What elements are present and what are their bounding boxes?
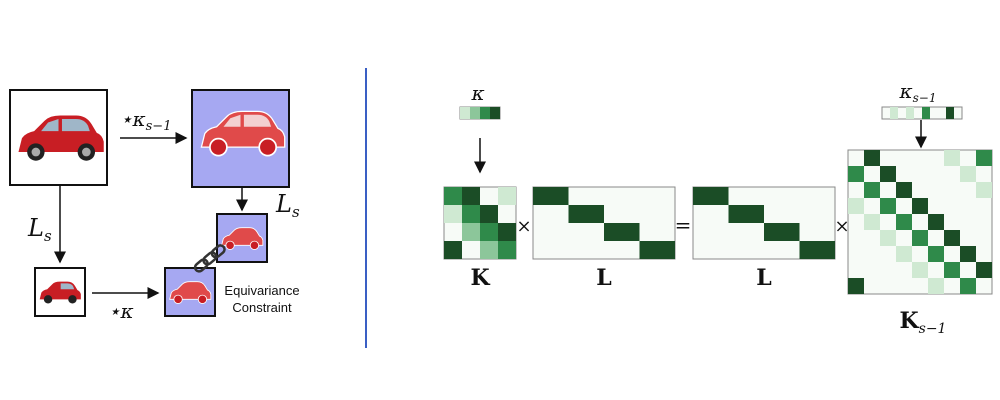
downsample-matrix-L-right	[692, 186, 836, 260]
L-matrix-right-cell	[764, 223, 800, 241]
small-feature-car-icon-top	[221, 227, 264, 250]
Ks-matrix-cell	[944, 262, 960, 278]
Ks-matrix-cell	[960, 246, 976, 262]
kappa-s-vector	[881, 106, 963, 120]
K-matrix-cell	[480, 223, 498, 241]
kappa-vector-cell	[460, 107, 470, 119]
L-matrix-left-cell	[604, 223, 640, 241]
kappa-s-vector-cell	[906, 107, 914, 119]
car-feature-icon	[200, 110, 286, 157]
Ks-matrix-cell	[928, 214, 944, 230]
L-label-left: L	[596, 265, 611, 291]
Ks-matrix-cell	[928, 246, 944, 262]
Ks-matrix-cell	[896, 214, 912, 230]
K-matrix-cell	[498, 223, 516, 241]
Ks-matrix-cell	[864, 182, 880, 198]
kappa-s-label: κs−1	[899, 79, 937, 105]
feature-map-large	[191, 89, 290, 188]
equals-sign: =	[675, 213, 692, 237]
constraint-label-line2: Constraint	[232, 300, 292, 315]
L-matrix-left-cell	[639, 241, 675, 259]
chain-link-icon	[193, 244, 226, 273]
bottom-arrow-label: ⋆κ	[108, 299, 134, 323]
K-matrix-cell	[480, 205, 498, 223]
L-matrix-right-cell	[693, 187, 729, 205]
Ks-matrix-cell	[848, 166, 864, 182]
right-arrow-label: Ls	[275, 190, 300, 221]
Ks-matrix-cell	[976, 150, 992, 166]
Ks-matrix-cell	[912, 230, 928, 246]
kappa-s-vector-cell	[890, 107, 898, 119]
L-matrix-left-cell	[568, 205, 604, 223]
kappa-s-vector-cell	[922, 107, 930, 119]
car-icon	[18, 115, 104, 161]
Ks-matrix-cell	[960, 278, 976, 294]
small-feature-car-icon-bottom	[169, 281, 212, 304]
Ks-matrix-cell	[912, 262, 928, 278]
left-arrow-label: Ls	[27, 214, 52, 245]
times-sign-1: ×	[516, 216, 531, 237]
constraint-label-line1: Equivariance	[224, 283, 299, 298]
kappa-vector-cell	[480, 107, 490, 119]
kernel-matrix-Ks	[847, 149, 993, 295]
input-car-image	[9, 89, 108, 186]
L-label-right: L	[756, 265, 771, 291]
K-matrix-cell	[462, 205, 480, 223]
K-matrix-cell	[498, 241, 516, 259]
Ks-matrix-cell	[896, 246, 912, 262]
right-panel: κ K × L = L × κs−1 Ks−1	[443, 79, 993, 337]
kernel-matrix-K	[443, 186, 517, 260]
K-matrix-cell	[480, 241, 498, 259]
L-matrix-right-cell	[728, 205, 764, 223]
L-matrix-left-cell	[533, 187, 569, 205]
Ks-matrix-cell	[880, 166, 896, 182]
Ks-label: Ks−1	[900, 308, 947, 337]
K-matrix-cell	[444, 241, 462, 259]
Ks-matrix-cell	[960, 166, 976, 182]
downsampled-car-image	[34, 267, 86, 317]
K-matrix-cell	[462, 187, 480, 205]
K-matrix-cell	[498, 187, 516, 205]
Ks-matrix-cell	[944, 230, 960, 246]
Ks-matrix-cell	[912, 198, 928, 214]
Ks-matrix-cell	[928, 278, 944, 294]
Ks-matrix-cell	[880, 198, 896, 214]
kappa-label: κ	[470, 81, 484, 105]
Ks-matrix-cell	[944, 150, 960, 166]
Ks-matrix-cell	[896, 182, 912, 198]
kappa-s-vector-cell	[946, 107, 954, 119]
feature-map-small-bottom	[164, 267, 216, 317]
Ks-matrix-cell	[848, 198, 864, 214]
small-car-icon	[39, 281, 81, 304]
kappa-vector-cell	[490, 107, 500, 119]
left-panel: ⋆κs−1 Ls ⋆κ Ls	[9, 89, 300, 323]
Ks-matrix-cell	[976, 262, 992, 278]
L-matrix-right-cell	[799, 241, 835, 259]
top-arrow-label: ⋆κs−1	[120, 107, 171, 134]
Ks-matrix-cell	[880, 230, 896, 246]
K-matrix-cell	[462, 223, 480, 241]
times-sign-2: ×	[834, 216, 849, 237]
Ks-matrix-cell	[864, 150, 880, 166]
feature-map-small-top	[216, 213, 268, 263]
K-matrix-cell	[444, 205, 462, 223]
Ks-matrix-cell	[976, 182, 992, 198]
K-matrix-cell	[444, 187, 462, 205]
kappa-vector	[459, 106, 501, 120]
Ks-matrix-cell	[848, 278, 864, 294]
K-label: K	[470, 265, 490, 291]
kappa-vector-cell	[470, 107, 480, 119]
Ks-matrix-cell	[864, 214, 880, 230]
downsample-matrix-L-left	[532, 186, 676, 260]
